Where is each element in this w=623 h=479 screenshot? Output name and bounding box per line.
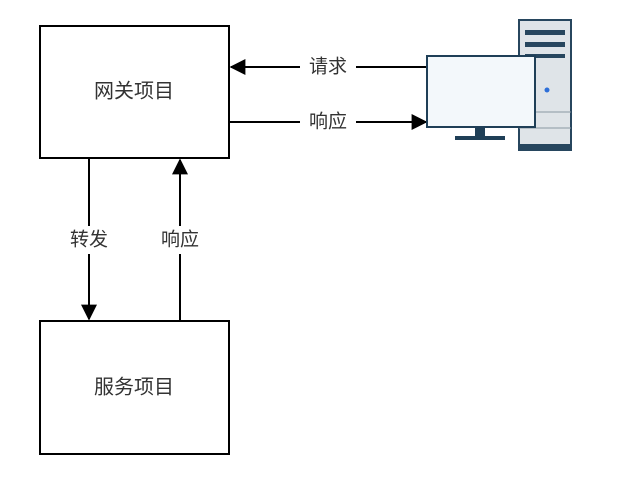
service-node: 服务项目: [39, 320, 230, 455]
response-top-edge: 响应: [229, 108, 428, 136]
gateway-box: [39, 25, 230, 159]
gateway-node: 网关项目: [39, 25, 230, 159]
desktop-computer-icon: [426, 19, 572, 151]
gateway-label: 网关项目: [94, 79, 174, 103]
response-bottom-label-bg: [152, 226, 208, 254]
service-box: [39, 320, 230, 455]
computer-monitor-icon: [426, 55, 536, 140]
service-label: 服务项目: [94, 375, 174, 399]
forward-edge: 转发: [61, 158, 117, 321]
response-bottom-edge: 响应: [152, 158, 208, 321]
response-top-label: 响应: [309, 111, 347, 133]
request-edge: 请求: [229, 52, 428, 80]
power-led-icon: [544, 87, 550, 93]
request-label: 请求: [309, 56, 347, 78]
response-top-label-bg: [300, 108, 356, 136]
forward-label-bg: [61, 226, 117, 254]
forward-label: 转发: [70, 229, 108, 251]
response-bottom-label: 响应: [161, 229, 199, 251]
request-label-bg: [300, 52, 356, 80]
